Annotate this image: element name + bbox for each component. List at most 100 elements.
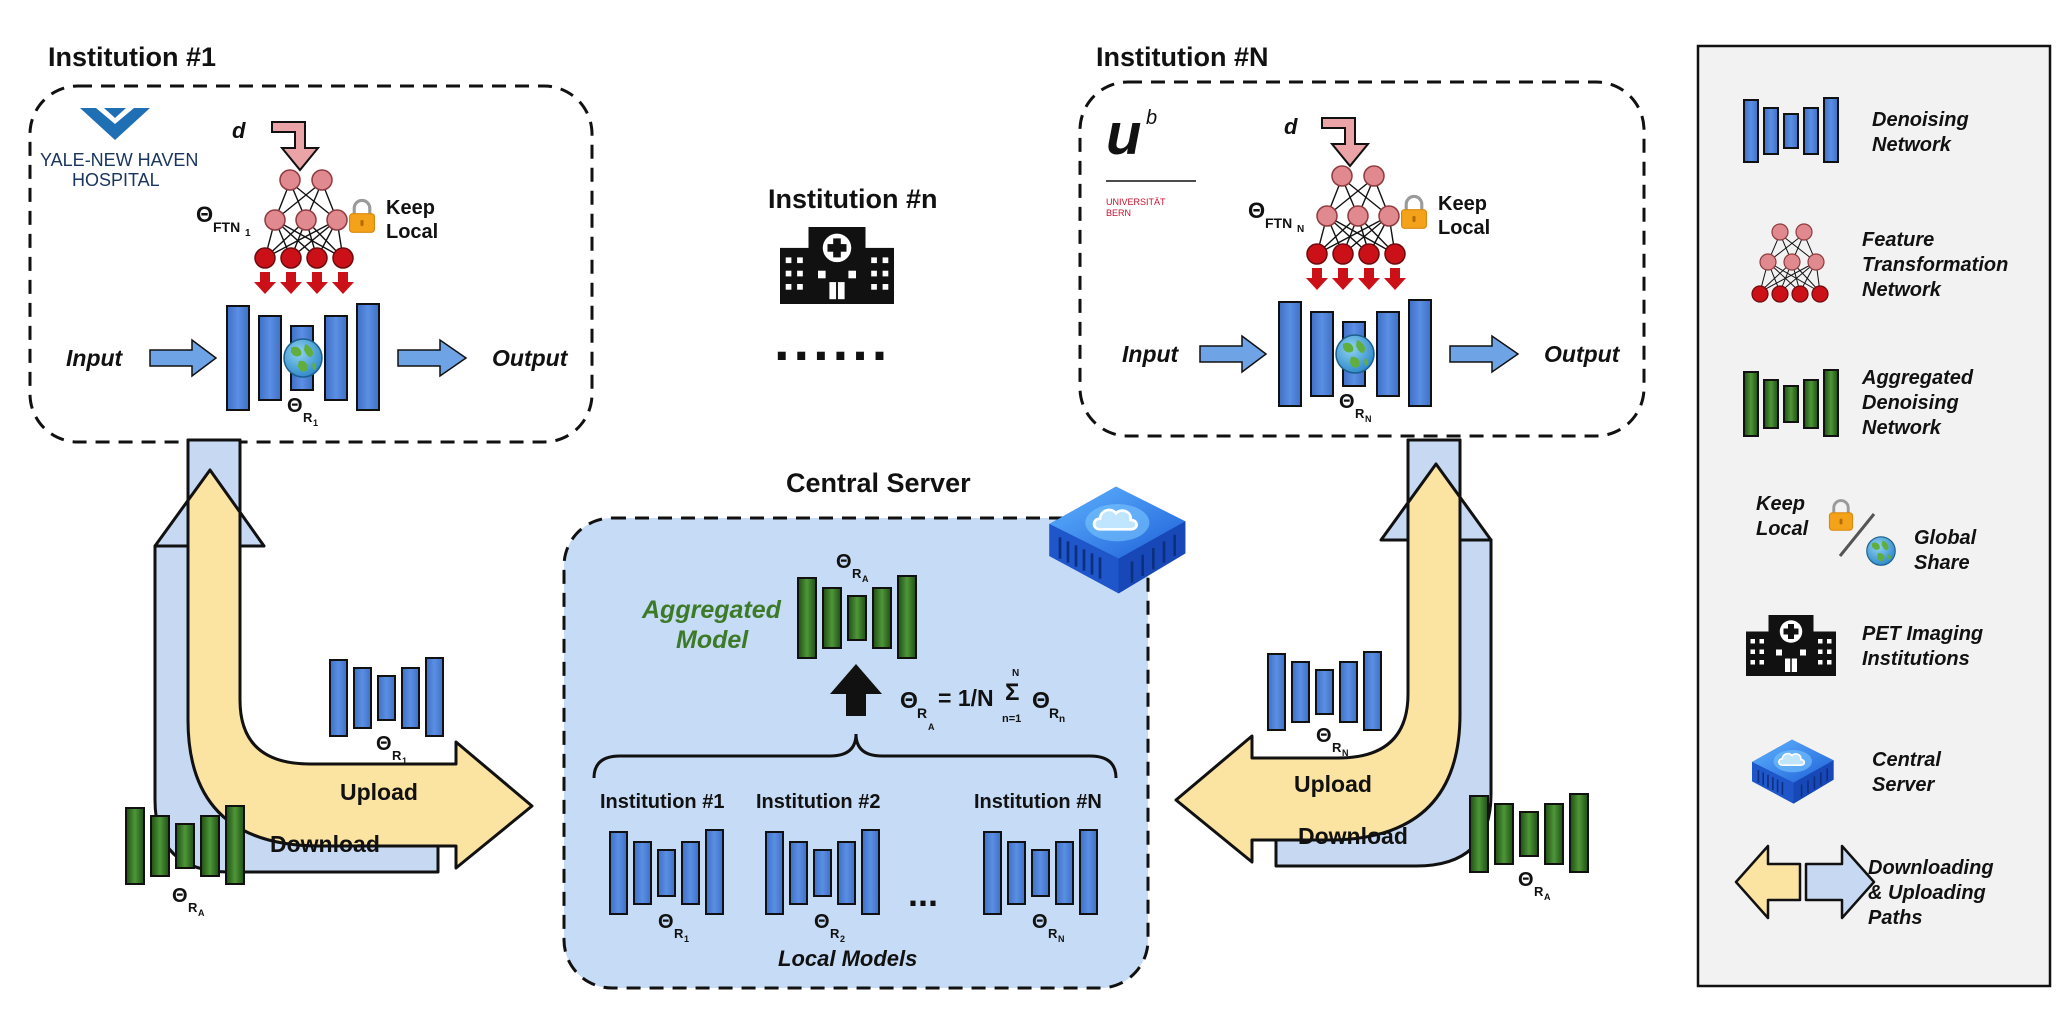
theta-r1-upload-label: Θ R 1 xyxy=(376,733,407,766)
svg-text:R: R xyxy=(1534,884,1544,899)
bern-logo-u: u xyxy=(1106,102,1141,167)
svg-text:FTN: FTN xyxy=(1265,215,1292,231)
globe-icon-N xyxy=(1335,334,1375,374)
svg-text:Denoising: Denoising xyxy=(1862,392,1959,414)
svg-text:A: A xyxy=(862,574,869,584)
svg-text:R: R xyxy=(303,410,313,425)
svg-text:A: A xyxy=(1544,892,1551,902)
svg-text:N: N xyxy=(1058,934,1065,944)
svg-text:Θ: Θ xyxy=(1518,869,1534,891)
d-arrow-icon xyxy=(271,121,321,172)
svg-text:Downloading: Downloading xyxy=(1868,857,1994,879)
denoising-network-legend-icon xyxy=(1743,97,1839,163)
download-label-right: Download xyxy=(1298,823,1408,849)
legend-item-hospital: PET Imaging Institutions xyxy=(1746,615,1983,676)
theta-rN-label: Θ R N xyxy=(1339,391,1372,424)
double-arrow-icon xyxy=(1734,844,1876,920)
upload-arrow-right xyxy=(1174,438,1462,864)
svg-text:R: R xyxy=(830,926,840,941)
svg-text:Transformation: Transformation xyxy=(1862,254,2008,276)
ftn-theta-label: Θ FTN 1 xyxy=(196,202,251,239)
input-label-N: Input xyxy=(1122,341,1180,367)
svg-text:FTN: FTN xyxy=(213,219,240,235)
aggregated-network-download-left-icon xyxy=(125,805,245,885)
legend-globe-icon xyxy=(1866,536,1896,566)
input-arrow-icon-N xyxy=(1199,334,1268,374)
bern-logo-b: b xyxy=(1146,107,1157,129)
denoising-network-upload-right-icon xyxy=(1267,651,1382,731)
svg-text:N: N xyxy=(1012,668,1019,679)
aggregated-label-2: Model xyxy=(676,626,749,654)
aggregated-network-center-icon xyxy=(797,575,917,659)
svg-text:R: R xyxy=(392,748,402,763)
svg-text:Server: Server xyxy=(1872,774,1935,796)
input-label: Input xyxy=(66,345,124,371)
d-label: d xyxy=(232,118,246,143)
svg-text:Σ: Σ xyxy=(1005,679,1019,706)
institution-N-panel: Institution #N u b UNIVERSITÄT BERN d xyxy=(1078,42,1646,438)
institution-1-title: Institution #1 xyxy=(48,42,216,72)
local-model-1-icon xyxy=(609,829,724,915)
theta-ra-center-label: Θ R A xyxy=(836,551,869,584)
svg-text:1: 1 xyxy=(313,418,318,428)
svg-text:Θ: Θ xyxy=(814,911,830,933)
svg-text:Global: Global xyxy=(1914,527,1977,549)
legend-item-ftn: Feature Transformation Network xyxy=(1751,223,2008,303)
svg-text:1: 1 xyxy=(245,228,251,239)
legend-item-paths: Downloading & Uploading Paths xyxy=(1734,844,1994,929)
svg-text:Θ: Θ xyxy=(900,687,918,713)
svg-text:Aggregated: Aggregated xyxy=(1861,367,1974,389)
ftn-theta-label-N: Θ FTN N xyxy=(1248,198,1304,235)
hospital-icon xyxy=(780,227,894,304)
yale-logo: YALE-NEW HAVEN HOSPITAL xyxy=(40,108,198,190)
local-label-N: Institution #N xyxy=(974,791,1102,813)
legend-item-denoising: Denoising Network xyxy=(1743,97,1969,163)
legend-item-keep-local-global-share: Keep Local Global Share xyxy=(1756,493,1977,574)
svg-text:Θ: Θ xyxy=(1032,911,1048,933)
svg-text:A: A xyxy=(928,722,935,732)
bern-logo: u b UNIVERSITÄT BERN xyxy=(1106,102,1196,218)
upload-label-right: Upload xyxy=(1294,771,1372,797)
svg-text:Network: Network xyxy=(1872,134,1952,156)
keep-local-label-1: Keep xyxy=(386,197,435,219)
legend-item-server: Central Server xyxy=(1751,738,1941,805)
aggregated-denoising-network-legend-icon xyxy=(1743,369,1839,437)
yale-logo-line-1: YALE-NEW HAVEN xyxy=(40,150,198,170)
central-server-panel: Central Server Aggregated Model Θ R A Θ … xyxy=(562,468,1187,990)
svg-text:Local: Local xyxy=(1756,518,1809,540)
svg-text:Keep: Keep xyxy=(1756,493,1805,515)
lock-icon-N xyxy=(1400,194,1428,230)
institution-n-dots: ...... xyxy=(774,309,891,372)
svg-text:R: R xyxy=(917,705,927,721)
local-model-2-icon xyxy=(765,829,880,915)
institution-N-box xyxy=(1078,80,1646,438)
svg-text:Θ: Θ xyxy=(1339,391,1355,413)
svg-text:PET Imaging: PET Imaging xyxy=(1862,623,1983,645)
upload-label-left: Upload xyxy=(340,779,418,805)
d-arrow-icon-N xyxy=(1321,117,1371,168)
central-server-title: Central Server xyxy=(786,468,971,498)
globe-icon xyxy=(283,338,323,378)
ftn-network-icon-N xyxy=(1306,165,1406,290)
svg-text:= 1/N: = 1/N xyxy=(938,685,994,711)
yale-logo-line-2: HOSPITAL xyxy=(72,170,160,190)
bern-logo-line-2: BERN xyxy=(1106,208,1131,218)
institution-N-title: Institution #N xyxy=(1096,42,1268,72)
local-theta-2: Θ R 2 xyxy=(814,911,845,944)
svg-text:R: R xyxy=(1049,705,1059,721)
svg-text:2: 2 xyxy=(840,934,845,944)
svg-text:Paths: Paths xyxy=(1868,907,1922,929)
theta-rN-upload-label: Θ R N xyxy=(1316,725,1349,758)
svg-text:R: R xyxy=(1355,406,1365,421)
svg-text:1: 1 xyxy=(402,756,407,766)
left-paths: Upload Download Θ R 1 Θ R A xyxy=(125,438,534,918)
local-model-N-icon xyxy=(983,829,1098,915)
right-paths: Upload Download Θ R N Θ R A xyxy=(1174,438,1589,902)
svg-text:N: N xyxy=(1365,414,1372,424)
institution-n-panel: Institution #n ...... xyxy=(768,184,937,372)
svg-text:Share: Share xyxy=(1914,552,1970,574)
svg-text:R: R xyxy=(1332,740,1342,755)
lock-icon xyxy=(348,198,376,234)
local-models-ellipsis: ... xyxy=(908,873,938,914)
local-models-label: Local Models xyxy=(778,946,917,971)
